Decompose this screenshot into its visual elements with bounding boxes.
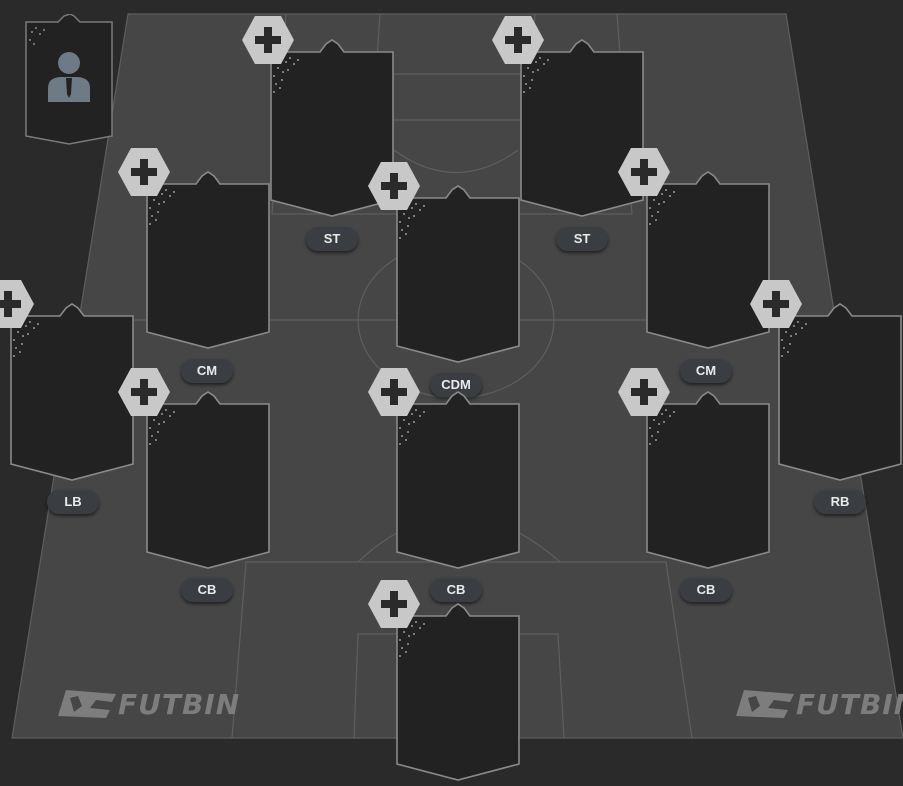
position-label-cm-left: CM [181, 359, 233, 383]
player-slot-cm-right[interactable] [618, 148, 772, 349]
player-slot-rb[interactable] [750, 280, 903, 481]
player-slot-cb-right[interactable] [618, 368, 772, 569]
player-slot-st-left[interactable] [242, 16, 396, 217]
position-label-cb-left: CB [181, 578, 233, 602]
plus-hexagon-icon [492, 16, 544, 64]
player-slot-st-right[interactable] [492, 16, 646, 217]
plus-hexagon-icon [0, 280, 34, 328]
player-slot-cdm[interactable] [368, 162, 522, 363]
player-slot-gk[interactable] [368, 580, 522, 781]
player-slot-cb-left[interactable] [118, 368, 272, 569]
position-label-lb: LB [47, 490, 99, 514]
player-slot-lb[interactable] [0, 280, 136, 481]
manager-slot[interactable] [24, 13, 114, 146]
player-slot-cb-center[interactable] [368, 368, 522, 569]
futbin-logo-icon [58, 690, 116, 718]
position-label-st-left: ST [306, 227, 358, 251]
plus-hexagon-icon [118, 148, 170, 196]
futbin-logo-text: FUTBIN [796, 688, 903, 721]
futbin-logo-right: FUTBIN [734, 686, 903, 722]
position-label-cb-center: CB [430, 578, 482, 602]
player-slot-cm-left[interactable] [118, 148, 272, 349]
position-label-st-right: ST [556, 227, 608, 251]
futbin-logo-text: FUTBIN [118, 688, 241, 721]
plus-hexagon-icon [242, 16, 294, 64]
plus-hexagon-icon [750, 280, 802, 328]
plus-hexagon-icon [618, 368, 670, 416]
plus-hexagon-icon [368, 368, 420, 416]
position-label-cb-right: CB [680, 578, 732, 602]
plus-hexagon-icon [368, 162, 420, 210]
plus-hexagon-icon [368, 580, 420, 628]
manager-person-icon [48, 52, 90, 102]
position-label-rb: RB [814, 490, 866, 514]
position-label-cm-right: CM [680, 359, 732, 383]
futbin-logo-icon [736, 690, 794, 718]
plus-hexagon-icon [618, 148, 670, 196]
plus-hexagon-icon [118, 368, 170, 416]
futbin-logo-left: FUTBIN [56, 686, 239, 722]
